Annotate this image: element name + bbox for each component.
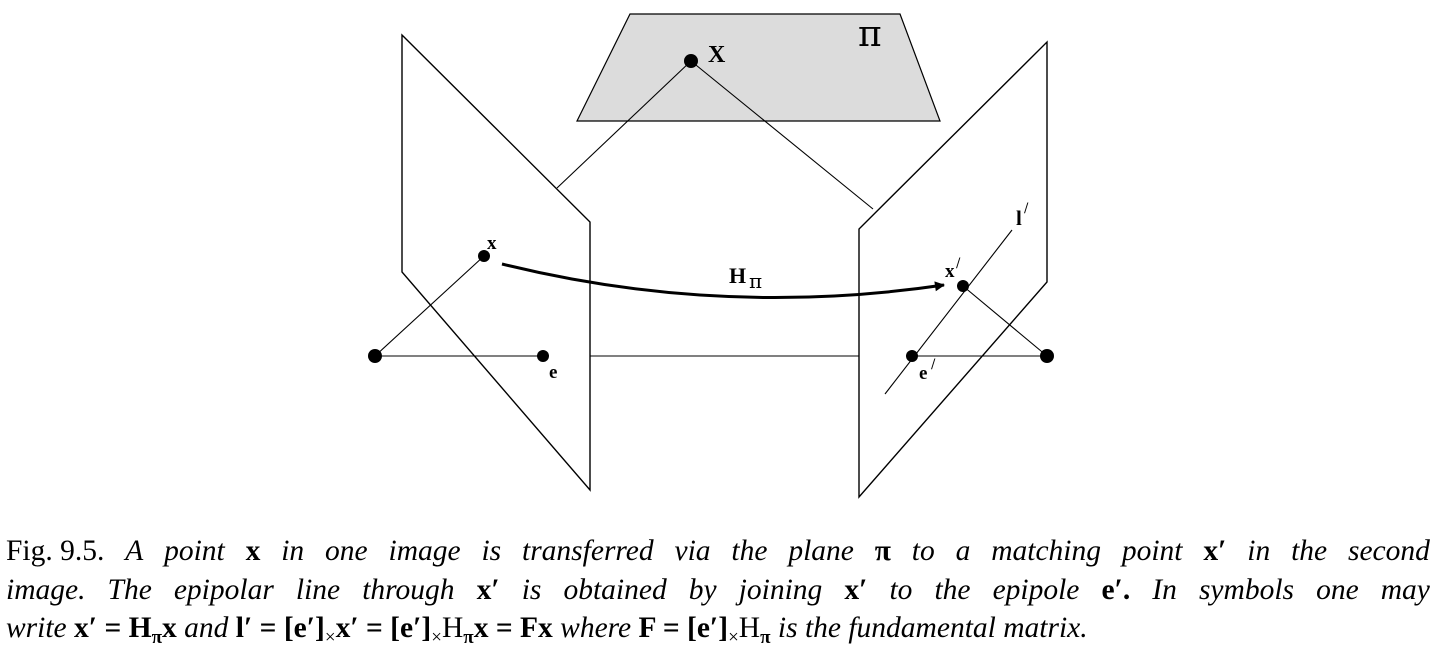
caption-word: transferred xyxy=(522,535,654,567)
caption-word: A xyxy=(125,535,144,567)
caption-text: and xyxy=(176,612,236,644)
caption-word: image. xyxy=(6,573,86,606)
caption-word: line xyxy=(295,573,341,606)
caption-math-x-prime: x′ xyxy=(844,573,868,606)
caption-math: l′ = [e′] xyxy=(235,612,325,644)
left-image-plane xyxy=(401,33,591,492)
caption-math: x′ = H xyxy=(74,612,152,644)
caption-word: may xyxy=(1380,573,1430,606)
epipole-e-prime xyxy=(906,350,918,362)
caption-math: F = [e′] xyxy=(638,612,729,644)
caption-word: to xyxy=(889,573,913,606)
caption-line-2: image. The epipolar line through x′ is o… xyxy=(6,571,1430,610)
caption-math-e-prime: e′. xyxy=(1101,573,1131,606)
caption-word: is xyxy=(521,573,542,606)
caption-word: obtained xyxy=(563,573,667,606)
caption-text: where xyxy=(552,612,639,644)
caption-math-subscript: × xyxy=(431,627,442,648)
ray-X-right xyxy=(690,60,874,210)
label-x-prime: x xyxy=(945,261,955,282)
caption-word: the xyxy=(731,535,768,567)
ray-left-camera-x xyxy=(374,255,485,357)
caption-math-subscript: π xyxy=(463,627,474,648)
caption-word: is xyxy=(481,535,502,567)
caption-word: symbols xyxy=(1198,573,1294,606)
right-camera-center xyxy=(1040,349,1054,363)
caption-word: plane xyxy=(788,535,854,567)
caption-math-subscript: × xyxy=(728,627,739,648)
caption-math-subscript: π xyxy=(151,627,163,648)
caption-word: point xyxy=(164,535,225,567)
caption-word: the xyxy=(1291,535,1328,567)
epipolar-line-l-prime xyxy=(884,229,1013,395)
label-H: H xyxy=(729,263,746,288)
label-e-prime-mark: / xyxy=(931,357,936,372)
caption-figure-number: Fig. 9.5. xyxy=(6,535,105,567)
caption-word: epipole xyxy=(992,573,1080,606)
caption-math: x xyxy=(162,612,177,644)
caption-word: in xyxy=(281,535,305,567)
caption-word: in xyxy=(1247,535,1271,567)
caption-math: x′ = [e′] xyxy=(335,612,432,644)
caption-word: one xyxy=(1316,573,1359,606)
point-x xyxy=(478,250,490,262)
caption-word: The xyxy=(107,573,152,606)
label-pi: π xyxy=(858,14,882,55)
caption-math: H xyxy=(441,612,464,644)
caption-word: a xyxy=(955,535,971,567)
label-x-prime-mark: / xyxy=(956,256,961,271)
label-l-prime-mark: / xyxy=(1024,201,1029,216)
ray-X-left xyxy=(556,60,692,189)
caption-word: via xyxy=(674,535,711,567)
caption-line-3: write x′ = Hπx and l′ = [e′]×x′ = [e′]×H… xyxy=(6,609,1430,648)
caption-math: H xyxy=(738,612,761,644)
label-l-prime: l xyxy=(1016,206,1022,230)
caption-math-x-prime: x′ xyxy=(476,573,500,606)
caption-math-subscript: × xyxy=(324,627,336,648)
caption-word: matching xyxy=(991,535,1101,567)
label-e-prime: e xyxy=(919,363,927,384)
caption-word: by xyxy=(688,573,717,606)
right-image-plane xyxy=(858,40,1048,499)
caption-math-pi: π xyxy=(874,535,891,567)
homography-arrow xyxy=(501,262,945,299)
caption-word: the xyxy=(934,573,971,606)
caption-math-x-prime: x′ xyxy=(1203,535,1227,567)
label-x: x xyxy=(487,233,497,254)
caption-math-x: x xyxy=(245,535,261,567)
caption-word: joining xyxy=(738,573,823,606)
caption-word: In xyxy=(1152,573,1177,606)
caption-math: x = Fx xyxy=(473,612,553,644)
point-x-prime xyxy=(957,280,969,292)
figure-caption: Fig. 9.5. A point x in one image is tran… xyxy=(6,532,1430,648)
epipolar-transfer-diagram: X π x e H π x / e / l / xyxy=(368,13,1054,499)
caption-word: image xyxy=(388,535,461,567)
caption-word: through xyxy=(362,573,455,606)
caption-word: point xyxy=(1121,535,1183,567)
caption-line-1: Fig. 9.5. A point x in one image is tran… xyxy=(6,532,1430,571)
caption-text: is the fundamental matrix. xyxy=(770,612,1088,644)
plane-pi xyxy=(576,13,941,122)
point-X xyxy=(684,54,698,68)
label-H-subscript: π xyxy=(749,269,762,293)
ray-right-camera-x-prime xyxy=(962,285,1048,357)
label-e: e xyxy=(549,362,557,383)
caption-word: to xyxy=(911,535,935,567)
label-X: X xyxy=(708,42,726,68)
caption-word: second xyxy=(1347,535,1430,567)
caption-text: write xyxy=(6,612,75,644)
caption-word: one xyxy=(325,535,368,567)
left-camera-center xyxy=(368,349,382,363)
caption-word: epipolar xyxy=(173,573,274,606)
caption-math-subscript: π xyxy=(760,627,771,648)
epipole-e xyxy=(537,350,549,362)
